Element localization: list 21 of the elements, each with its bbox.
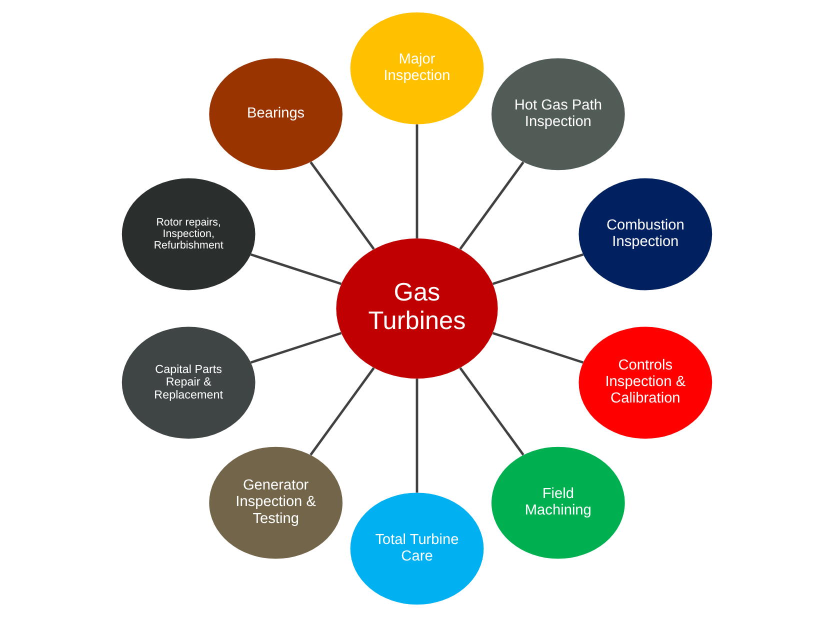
connector [458, 367, 524, 456]
node-ellipse: Total Turbine Care [350, 492, 484, 605]
node-ellipse: Controls Inspection & Calibration [578, 326, 712, 439]
node-ellipse: Hot Gas Path Inspection [490, 58, 624, 170]
node-ellipse: Bearings [208, 58, 342, 170]
connector [492, 253, 584, 286]
connector [250, 332, 342, 364]
connector [458, 161, 524, 250]
node-ellipse: Rotor repairs, Inspection, Refurbishment [121, 178, 255, 290]
node-ellipse: Generator Inspection & Testing [208, 446, 342, 559]
node-ellipse: Combustion Inspection [578, 178, 712, 290]
connector [309, 367, 374, 456]
node-ellipse: Major Inspection [350, 12, 484, 124]
connector [415, 378, 418, 493]
connector [492, 332, 584, 364]
connector [415, 124, 418, 238]
node-ellipse: Field Machining [490, 446, 624, 559]
node-ellipse: Capital Parts Repair & Replacement [121, 326, 255, 439]
connector [250, 253, 342, 286]
node-ellipse: Gas Turbines [336, 238, 498, 379]
connector [309, 161, 374, 250]
